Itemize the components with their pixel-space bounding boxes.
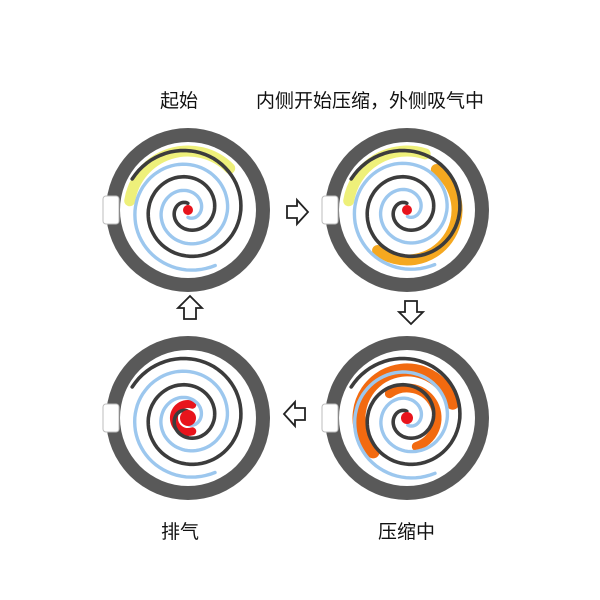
arrow-left-icon bbox=[282, 399, 306, 429]
orbiting-scroll-wrap bbox=[133, 162, 230, 272]
discharge-port bbox=[401, 412, 413, 424]
suction-inlet bbox=[321, 403, 339, 433]
scroll-unit-compressing bbox=[321, 336, 489, 500]
fixed-scroll-wrap bbox=[130, 148, 243, 259]
suction-inlet bbox=[102, 195, 120, 225]
orbiting-scroll-wrap bbox=[132, 369, 230, 479]
discharge-port bbox=[402, 205, 412, 215]
arrow-compressing-to-exhaust bbox=[282, 399, 306, 429]
fixed-scroll-wrap bbox=[130, 356, 243, 467]
stage-label-compressing: 压缩中 bbox=[378, 521, 436, 543]
orbiting-scroll-wrap bbox=[352, 161, 449, 271]
stage-label-exhaust: 排气 bbox=[161, 521, 200, 543]
discharge-port bbox=[183, 205, 193, 215]
arrow-compress-begin-to-compressing bbox=[396, 300, 426, 326]
fixed-scroll-wrap bbox=[349, 148, 462, 259]
scroll-unit-compress-begin bbox=[321, 128, 489, 292]
arrow-down-icon bbox=[396, 300, 426, 326]
scroll-unit-exhaust bbox=[102, 336, 270, 500]
orbiting-scroll-wrap bbox=[352, 370, 450, 480]
arrow-right-icon bbox=[286, 197, 310, 227]
scroll-unit-start bbox=[102, 128, 270, 292]
suction-inlet bbox=[321, 195, 339, 225]
discharge-port bbox=[180, 410, 196, 426]
arrow-up-icon bbox=[175, 294, 205, 320]
fixed-scroll-wrap bbox=[349, 356, 462, 467]
arrow-exhaust-to-start bbox=[175, 294, 205, 320]
suction-inlet bbox=[102, 403, 120, 433]
stage-label-start: 起始 bbox=[160, 90, 199, 112]
arrow-start-to-compress-begin bbox=[286, 197, 310, 227]
stage-label-compress-begin: 内侧开始压缩，外侧吸气中 bbox=[256, 90, 485, 112]
